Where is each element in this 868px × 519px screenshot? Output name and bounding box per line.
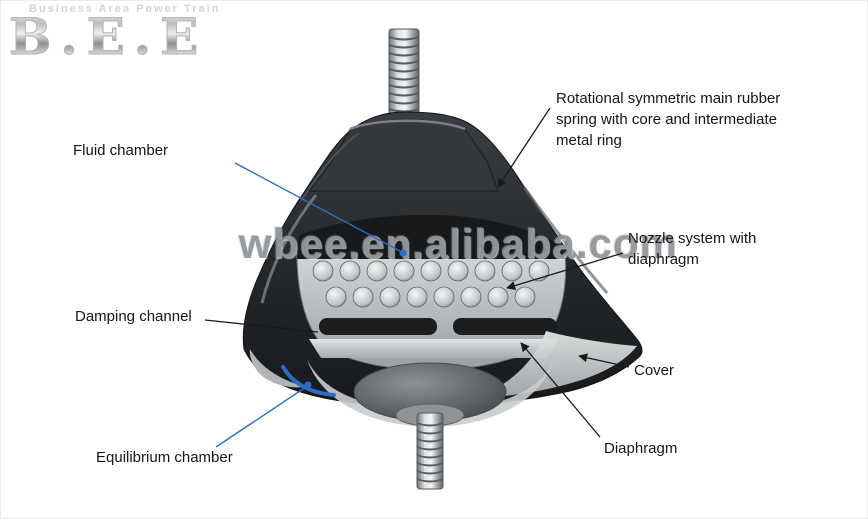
- damping-channel-bars: [319, 318, 557, 335]
- lower-plate: [309, 339, 559, 358]
- cover-metal-left: [249, 349, 306, 388]
- bottom-stud-threads: [416, 422, 444, 483]
- brand-tagline: Business Area Power Train: [29, 3, 220, 15]
- brand-logo: B.E.E: [8, 7, 208, 67]
- label-diaphragm: Diaphragm: [604, 440, 678, 457]
- label-rubber-spring: Rotational symmetric main rubber spring …: [556, 90, 781, 149]
- bottom-stud: [395, 403, 465, 490]
- label-equilibrium-chamber: Equilibrium chamber: [96, 449, 233, 466]
- label-fluid-chamber: Fluid chamber: [73, 142, 169, 159]
- label-damping-channel: Damping channel: [75, 308, 192, 325]
- top-stud-threads: [388, 36, 420, 113]
- label-nozzle-system: Nozzle system with diaphragm: [628, 230, 757, 268]
- label-cover: Cover: [634, 362, 675, 379]
